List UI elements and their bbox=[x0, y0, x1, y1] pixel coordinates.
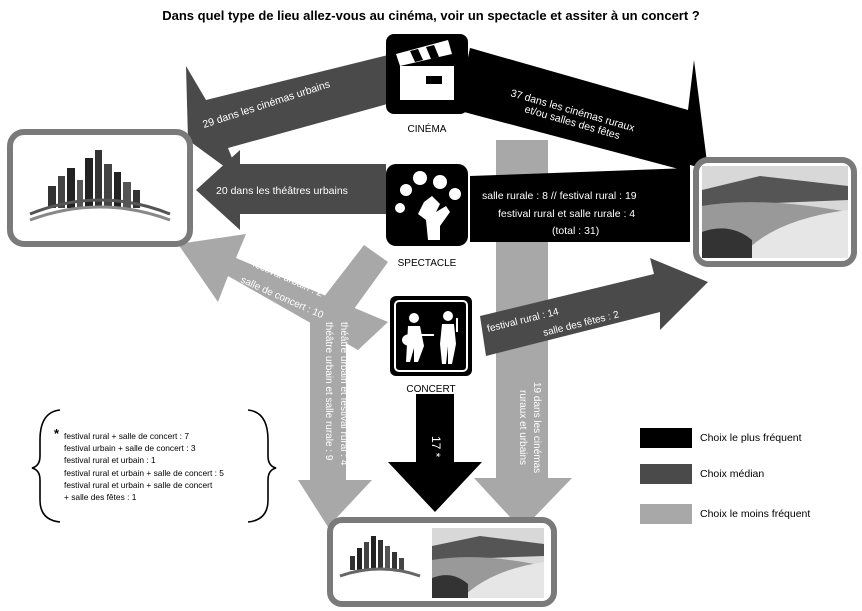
footnote-line: festival rural + salle de concert : 7 bbox=[64, 431, 189, 441]
label-cinema-both-2: ruraux et urbains bbox=[517, 390, 528, 465]
arrow-cinema-rural-body bbox=[464, 48, 690, 172]
footnote: * festival rural + salle de concert : 7 … bbox=[38, 408, 270, 522]
footnote-line: festival rural et urbain + salle de conc… bbox=[64, 479, 213, 490]
label-spectacle-rural-3: (total : 31) bbox=[552, 225, 599, 237]
arrow-concert-rural bbox=[480, 258, 708, 356]
countryside-landscape-icon-small bbox=[432, 528, 544, 598]
arrow-cinema-urban bbox=[186, 55, 402, 178]
arrow-spectacle-urban bbox=[196, 150, 386, 230]
city-skyline-icon-small bbox=[339, 536, 421, 578]
label-spectacle-both-1: théâtre urbain et festival rural : 4 bbox=[338, 322, 349, 466]
footnote-line: festival rural et urbain : 1 bbox=[64, 455, 156, 466]
label-spectacle-both-2: théâtre urbain et salle rurale : 9 bbox=[323, 322, 334, 461]
legend-label-median: Choix médian bbox=[700, 468, 765, 480]
legend-swatch-least bbox=[640, 504, 692, 524]
arrow-concert-urban bbox=[178, 234, 388, 350]
footnote-star: * bbox=[54, 426, 60, 441]
footnote-line: festival urbain + salle de concert : 3 bbox=[64, 443, 196, 454]
footnote-right-brace bbox=[247, 409, 277, 523]
footnote-line: + salle des fêtes : 1 bbox=[64, 492, 137, 503]
legend-item-least: Choix le moins fréquent bbox=[640, 504, 855, 524]
arrow-concert-both bbox=[388, 394, 482, 512]
legend-item-median: Choix médian bbox=[640, 464, 855, 484]
musicians-icon bbox=[402, 311, 458, 364]
juggling-hand-icon bbox=[395, 171, 461, 240]
legend-label-least: Choix le moins fréquent bbox=[700, 508, 811, 520]
clapperboard-icon bbox=[396, 40, 454, 100]
arrow-spectacle-rural bbox=[470, 168, 690, 242]
diagram-title: Dans quel type de lieu allez-vous au cin… bbox=[162, 8, 700, 23]
label-spectacle-rural-1: salle rurale : 8 // festival rural : 19 bbox=[482, 190, 637, 202]
label-concert-both: 17 * bbox=[429, 436, 443, 458]
spectacle-label: SPECTACLE bbox=[398, 258, 457, 269]
label-spectacle-urban: 20 dans les théâtres urbains bbox=[216, 185, 348, 197]
label-spectacle-rural-2: festival rural et salle rurale : 4 bbox=[498, 208, 635, 220]
city-skyline-icon bbox=[29, 150, 171, 222]
footnote-left-brace bbox=[31, 409, 61, 523]
concert-label: CONCERT bbox=[406, 384, 455, 395]
footnote-line: festival rural et urbain + salle de conc… bbox=[64, 467, 224, 478]
legend-label-most: Choix le plus fréquent bbox=[700, 432, 802, 444]
countryside-landscape-icon bbox=[702, 166, 848, 258]
legend-swatch-most bbox=[640, 428, 692, 448]
legend-swatch-median bbox=[640, 464, 692, 484]
cinema-label: CINÉMA bbox=[408, 122, 447, 135]
legend-item-most: Choix le plus fréquent bbox=[640, 428, 855, 448]
label-cinema-both-1: 19 dans les cinémas bbox=[531, 382, 542, 473]
